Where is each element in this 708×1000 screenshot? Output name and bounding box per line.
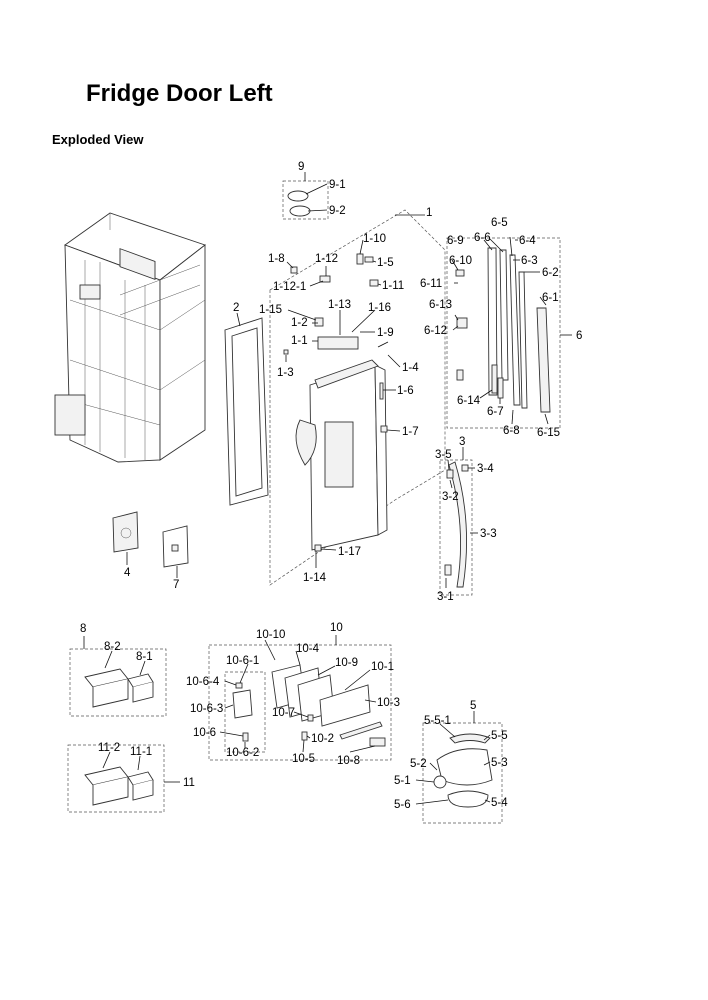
label-11-2: 11-2: [98, 742, 120, 754]
label-6-4: 6-4: [519, 235, 536, 247]
label-6-5: 6-5: [491, 217, 508, 229]
label-3-1: 3-1: [437, 591, 454, 603]
label-7: 7: [173, 579, 179, 591]
part-1-group: [269, 209, 446, 586]
label-10-1: 10-1: [371, 661, 394, 673]
fridge-cabinet: [54, 212, 206, 463]
page-subtitle: Exploded View: [52, 132, 144, 147]
label-5-5: 5-5: [491, 730, 508, 742]
label-6-7: 6-7: [487, 406, 504, 418]
part-10-group: [208, 635, 392, 761]
label-2: 2: [233, 302, 239, 314]
label-1-12: 1-12: [315, 253, 338, 265]
label-3-5: 3-5: [435, 449, 452, 461]
label-1-17: 1-17: [338, 546, 361, 558]
part-11-group: [67, 744, 180, 813]
label-8-2: 8-2: [104, 641, 121, 653]
label-6-6: 6-6: [474, 232, 491, 244]
label-1-2: 1-2: [291, 317, 308, 329]
label-11: 11: [183, 777, 195, 789]
label-1-16: 1-16: [368, 302, 391, 314]
part-4: [112, 511, 139, 565]
part-6-group: [446, 236, 572, 429]
label-1: 1: [426, 207, 432, 219]
part-5-group: [415, 711, 503, 824]
label-10-3: 10-3: [377, 697, 400, 709]
label-1-7: 1-7: [402, 426, 419, 438]
label-3-3: 3-3: [480, 528, 497, 540]
label-10-8: 10-8: [337, 755, 360, 767]
label-5-5-1: 5-5-1: [424, 715, 451, 727]
label-10-7: 10-7: [272, 707, 295, 719]
callout-labels: 9 9-1 9-2 1 1-10 1-5 1-8 1-12 1-12-1 1-1…: [80, 161, 582, 811]
label-5-4: 5-4: [491, 797, 508, 809]
part-8-group: [69, 636, 167, 717]
label-1-13: 1-13: [328, 299, 351, 311]
label-10-6-4: 10-6-4: [186, 676, 220, 688]
label-9: 9: [298, 161, 304, 173]
label-5-6: 5-6: [394, 799, 411, 811]
label-1-15: 1-15: [259, 304, 282, 316]
label-9-2: 9-2: [329, 205, 346, 217]
label-6-13: 6-13: [429, 299, 452, 311]
label-10-6-2: 10-6-2: [226, 747, 259, 759]
label-6-2: 6-2: [542, 267, 559, 279]
label-10-6-1: 10-6-1: [226, 655, 259, 667]
label-6: 6: [576, 330, 582, 342]
label-3-2: 3-2: [442, 491, 459, 503]
label-1-3: 1-3: [277, 367, 294, 379]
label-6-8: 6-8: [503, 425, 520, 437]
label-6-11: 6-11: [420, 278, 442, 290]
label-10-2: 10-2: [311, 733, 334, 745]
label-9-1: 9-1: [329, 179, 346, 191]
label-1-10: 1-10: [363, 233, 386, 245]
label-1-14: 1-14: [303, 572, 327, 584]
label-1-6: 1-6: [397, 385, 414, 397]
part-7: [162, 525, 189, 578]
label-10-4: 10-4: [296, 643, 320, 655]
label-11-1: 11-1: [130, 746, 152, 758]
label-5-1: 5-1: [394, 775, 411, 787]
page-title: Fridge Door Left: [86, 80, 273, 107]
label-1-11: 1-11: [382, 280, 404, 292]
label-8-1: 8-1: [136, 651, 153, 663]
label-5-3: 5-3: [491, 757, 508, 769]
label-10-10: 10-10: [256, 629, 285, 641]
part-2-gasket: [224, 312, 269, 506]
part-3-group: [439, 447, 478, 596]
label-10-6-3: 10-6-3: [190, 703, 223, 715]
label-4: 4: [124, 567, 131, 579]
label-6-15: 6-15: [537, 427, 560, 439]
label-1-5: 1-5: [377, 257, 394, 269]
label-6-12: 6-12: [424, 325, 447, 337]
label-6-9: 6-9: [447, 235, 464, 247]
label-5-2: 5-2: [410, 758, 427, 770]
label-1-12-1: 1-12-1: [273, 281, 306, 293]
part-9-group: [282, 172, 329, 220]
label-8: 8: [80, 623, 86, 635]
label-5: 5: [470, 700, 476, 712]
label-6-3: 6-3: [521, 255, 538, 267]
label-1-9: 1-9: [377, 327, 394, 339]
label-10: 10: [330, 622, 343, 634]
label-3-4: 3-4: [477, 463, 494, 475]
label-10-9: 10-9: [335, 657, 358, 669]
label-6-10: 6-10: [449, 255, 472, 267]
label-10-6: 10-6: [193, 727, 216, 739]
label-3: 3: [459, 436, 465, 448]
label-10-5: 10-5: [292, 753, 315, 765]
label-1-8: 1-8: [268, 253, 285, 265]
label-6-14: 6-14: [457, 395, 481, 407]
label-1-4: 1-4: [402, 362, 419, 374]
label-1-1: 1-1: [291, 335, 308, 347]
label-6-1: 6-1: [542, 292, 559, 304]
